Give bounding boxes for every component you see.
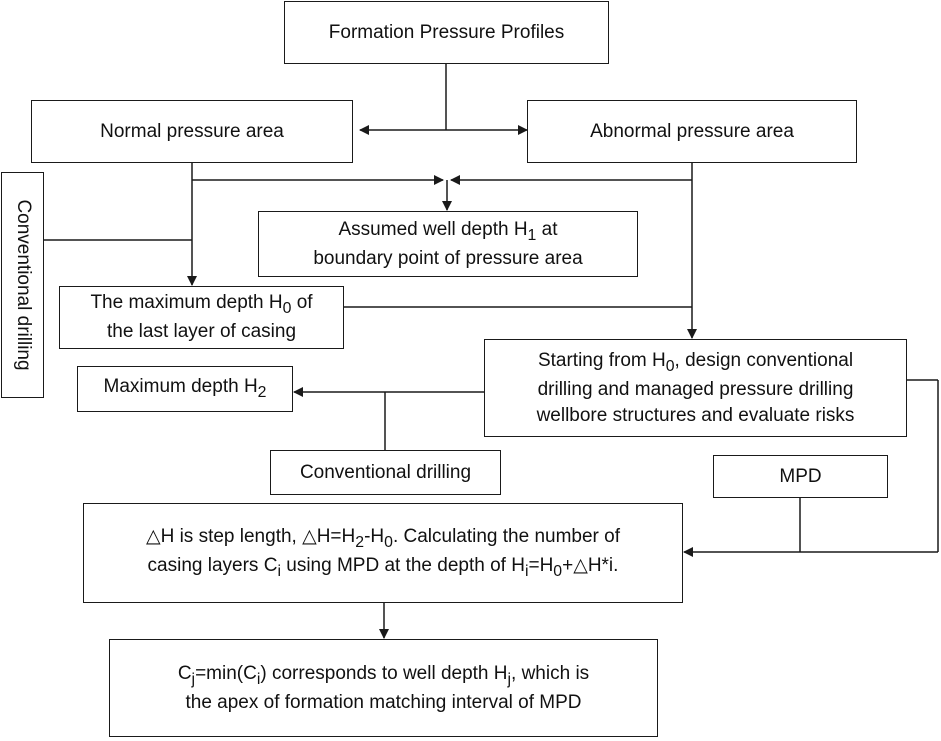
step-length-box: △H is step length, △H=H2-H0. Calculating…: [83, 503, 683, 603]
starting-h0-line3: wellbore structures and evaluate risks: [536, 404, 855, 426]
max-depth-h0-line1: The maximum depth H0 of: [90, 292, 313, 317]
normal-pressure-area-box: Normal pressure area: [31, 100, 353, 163]
formation-pressure-profiles-box: Formation Pressure Profiles: [284, 1, 609, 64]
abnormal-pressure-area-box: Abnormal pressure area: [527, 100, 857, 163]
starting-h0-line2: drilling and managed pressure drilling: [537, 378, 854, 400]
abnormal-pressure-area-label: Abnormal pressure area: [590, 120, 794, 142]
conventional-drilling-label: Conventional drilling: [299, 461, 472, 483]
max-depth-h2-box: Maximum depth H2: [77, 366, 293, 412]
assumed-well-depth-box: Assumed well depth H1 at boundary point …: [258, 211, 638, 277]
max-depth-h2-label: Maximum depth H2: [103, 376, 267, 402]
formation-pressure-profiles-label: Formation Pressure Profiles: [328, 21, 565, 43]
assumed-depth-line1: Assumed well depth H1 at: [338, 218, 558, 244]
conventional-drilling-vertical-box: Conventional drilling: [1, 172, 44, 398]
max-depth-h0-line2: the last layer of casing: [106, 321, 297, 343]
mpd-label: MPD: [779, 465, 822, 487]
assumed-depth-line2: boundary point of pressure area: [313, 247, 583, 269]
conventional-drilling-vertical-label: Conventional drilling: [12, 199, 34, 371]
result-box: Cj=min(Ci) corresponds to well depth Hj,…: [109, 639, 658, 737]
step-length-line2: casing layers Ci using MPD at the depth …: [147, 555, 619, 580]
max-depth-h0-box: The maximum depth H0 of the last layer o…: [59, 286, 344, 349]
step-length-line1: △H is step length, △H=H2-H0. Calculating…: [145, 525, 621, 551]
normal-pressure-area-label: Normal pressure area: [100, 120, 284, 142]
mpd-box: MPD: [713, 455, 888, 498]
conventional-drilling-box: Conventional drilling: [270, 450, 501, 495]
starting-h0-line1: Starting from H0, design conventional: [537, 349, 854, 375]
starting-from-h0-box: Starting from H0, design conventional dr…: [484, 339, 907, 437]
result-line2: the apex of formation matching interval …: [185, 691, 582, 713]
result-line1: Cj=min(Ci) corresponds to well depth Hj,…: [177, 662, 590, 688]
